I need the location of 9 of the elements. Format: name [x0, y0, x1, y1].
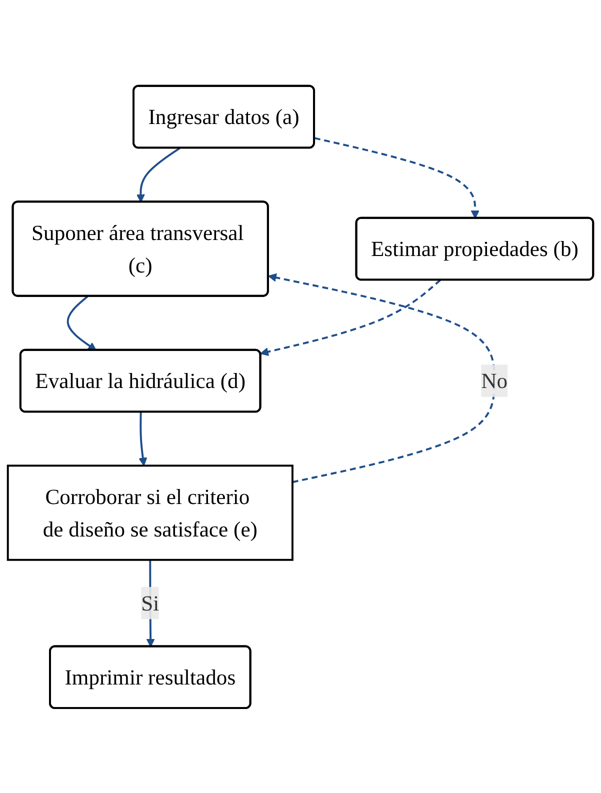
arrow — [260, 278, 441, 356]
arrow — [138, 412, 148, 466]
arrow — [66, 295, 97, 350]
arrow — [268, 272, 496, 483]
arrow — [136, 146, 180, 202]
edge-label: Si — [141, 590, 160, 615]
edge-label: No — [481, 368, 508, 393]
arrow — [314, 136, 480, 218]
node-box: Corroborar si el criterio de diseño se satisface (e) — [6, 464, 294, 560]
